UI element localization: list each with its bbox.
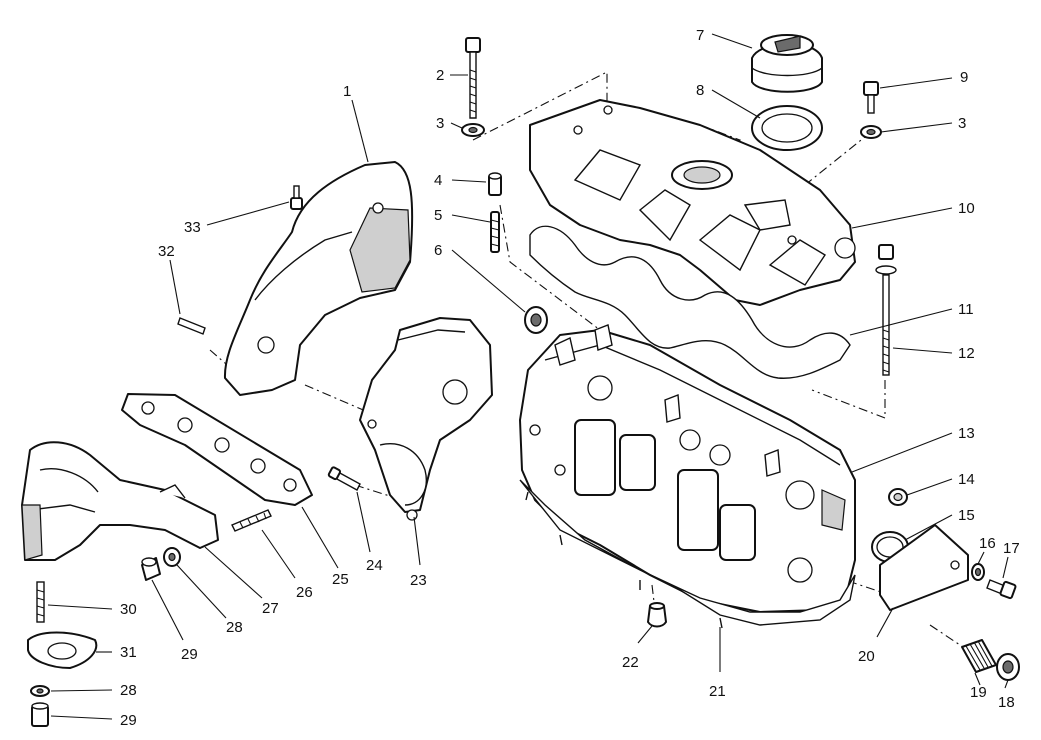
callout-30: 30 — [120, 601, 137, 618]
stud-32 — [177, 317, 206, 335]
oil-filler-cap-seal — [751, 105, 823, 151]
callout-11: 11 — [958, 301, 974, 318]
cylinder-head-cover — [529, 99, 856, 306]
bolt-33 — [290, 185, 303, 210]
leader-lines — [47, 33, 1009, 720]
callout-16: 16 — [979, 535, 996, 552]
callout-10: 10 — [958, 200, 975, 217]
bracket-bolt — [986, 579, 1017, 600]
flange-gasket — [27, 631, 98, 669]
exhaust-manifold — [21, 441, 219, 561]
callout-25: 25 — [332, 571, 349, 588]
callout-23: 23 — [410, 572, 427, 589]
callout-32: 32 — [158, 243, 175, 260]
cover-bolt-24 — [327, 466, 361, 491]
callout-labels: 1 2 3 3 4 5 6 7 8 9 10 11 12 13 14 15 16… — [120, 27, 1020, 729]
callout-28-lower: 28 — [120, 682, 137, 699]
callout-12: 12 — [958, 345, 975, 362]
callout-1: 1 — [343, 83, 351, 100]
blanking-plug — [888, 488, 908, 506]
callout-26: 26 — [296, 584, 313, 601]
washer-28-upper — [163, 547, 181, 567]
cover-bolt-long — [465, 37, 481, 119]
callout-22: 22 — [622, 654, 639, 671]
stud-30 — [36, 581, 45, 623]
timing-belt-upper-cover — [223, 161, 414, 396]
head-cover-gasket — [529, 225, 851, 379]
cap-nut — [488, 172, 502, 196]
callout-28-upper: 28 — [226, 619, 243, 636]
cylinder-head-bolt — [875, 244, 897, 376]
callout-17: 17 — [1003, 540, 1020, 557]
callout-15: 15 — [958, 507, 975, 524]
callout-2: 2 — [436, 67, 444, 84]
callout-19: 19 — [970, 684, 987, 701]
callout-31: 31 — [120, 644, 137, 661]
exhaust-manifold-gasket — [121, 393, 313, 506]
callout-20: 20 — [858, 648, 875, 665]
callout-6: 6 — [434, 242, 442, 259]
cylinder-head-gasket — [519, 479, 856, 629]
callout-5: 5 — [434, 207, 442, 224]
oil-filler-cap — [751, 34, 823, 93]
washer-right — [860, 125, 882, 139]
callout-24: 24 — [366, 557, 383, 574]
callout-18: 18 — [998, 694, 1015, 711]
callout-7: 7 — [696, 27, 704, 44]
callout-21: 21 — [709, 683, 726, 700]
cover-bolt-short — [863, 81, 879, 114]
oil-seal — [524, 306, 548, 334]
threaded-plug — [996, 653, 1020, 681]
callout-33: 33 — [184, 219, 201, 236]
callout-29-upper: 29 — [181, 646, 198, 663]
callout-3-left: 3 — [436, 115, 444, 132]
spacer-29-upper — [141, 557, 161, 581]
callout-13: 13 — [958, 425, 975, 442]
stud — [490, 211, 500, 253]
washer-28-lower — [30, 685, 50, 697]
callout-29-lower: 29 — [120, 712, 137, 729]
lifting-bracket — [879, 524, 969, 611]
timing-belt-rear-cover — [359, 317, 493, 521]
plug-bottom — [647, 602, 667, 628]
spacer-29-lower — [31, 702, 49, 727]
callout-9: 9 — [960, 69, 968, 86]
callout-27: 27 — [262, 600, 279, 617]
callout-8: 8 — [696, 82, 704, 99]
filter-sleeve — [961, 639, 997, 673]
bracket-washer — [971, 563, 985, 581]
callout-14: 14 — [958, 471, 975, 488]
callout-4: 4 — [434, 172, 442, 189]
callout-3-right: 3 — [958, 115, 966, 132]
washer-left — [461, 123, 485, 137]
stud-26 — [231, 509, 272, 532]
